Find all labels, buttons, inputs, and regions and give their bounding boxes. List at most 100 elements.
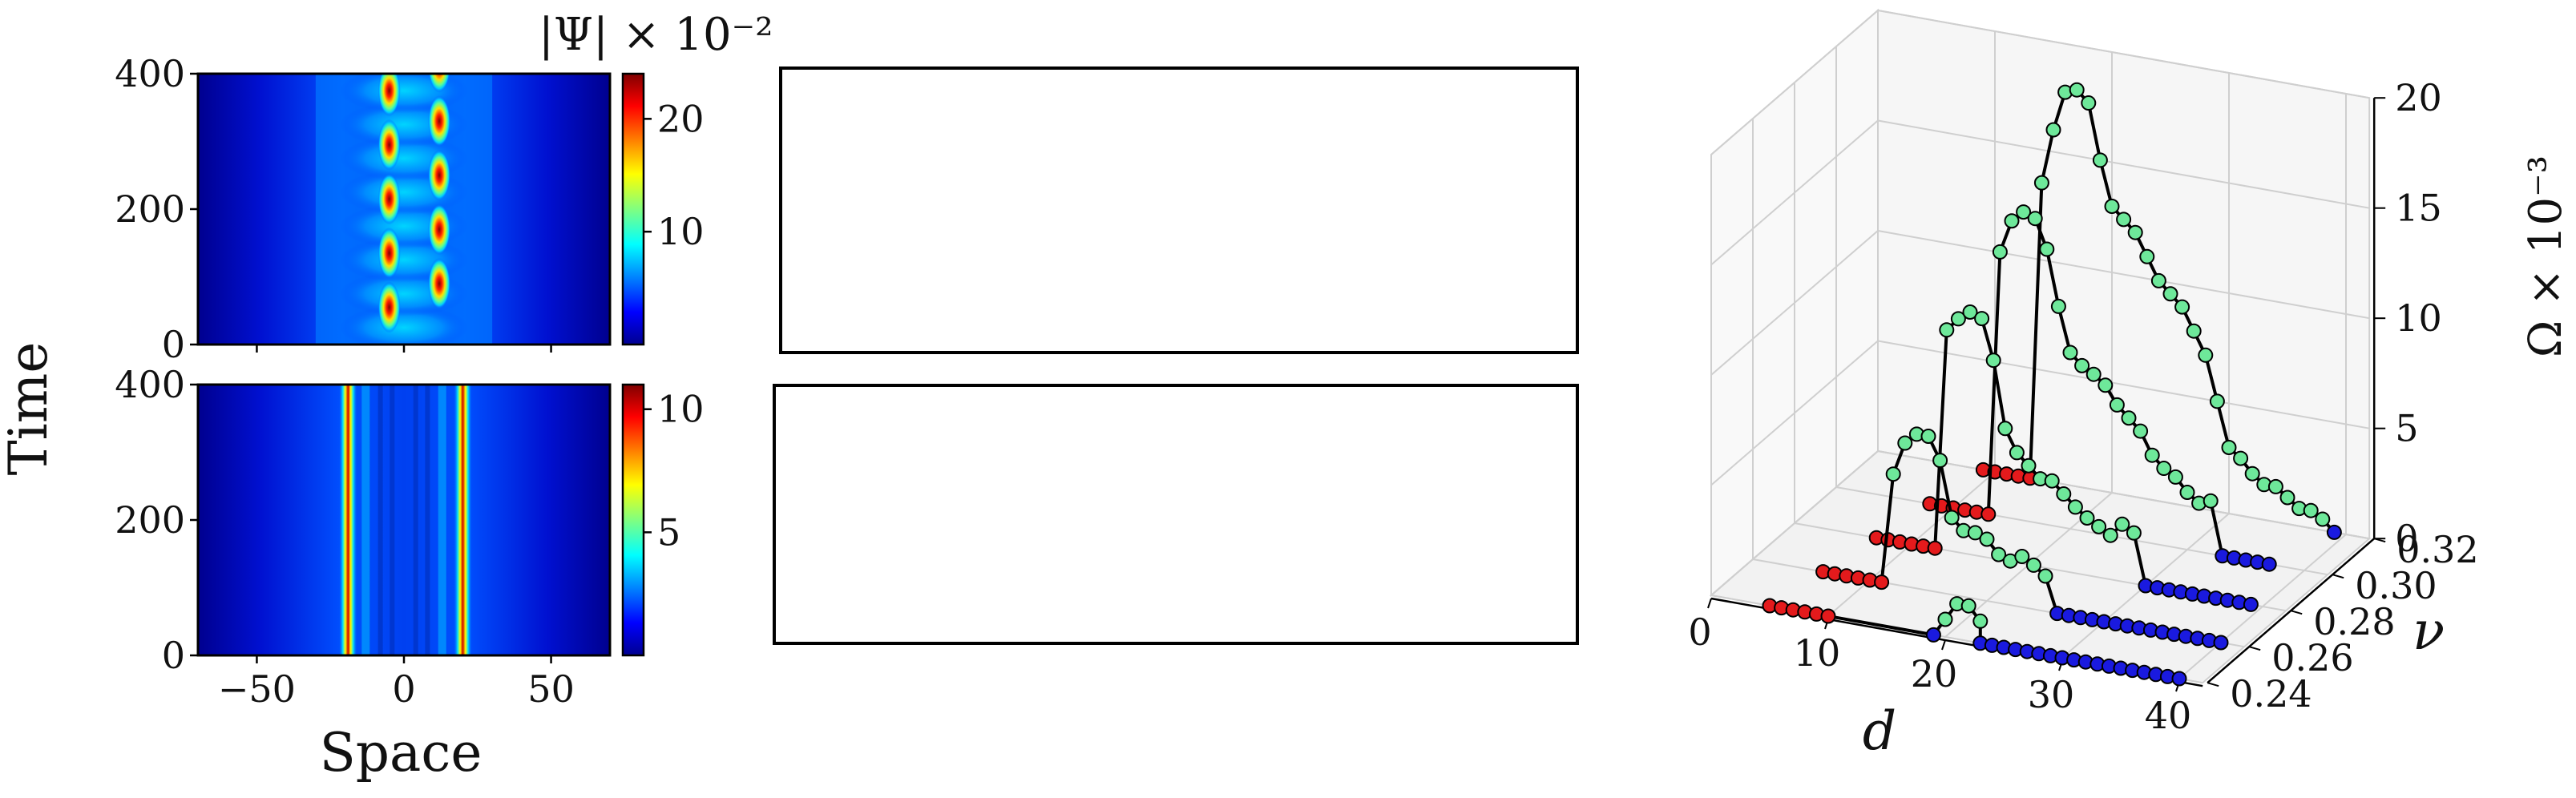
data-point — [2267, 478, 2283, 494]
grid-line-z — [1710, 9, 2370, 155]
data-point — [1927, 540, 1943, 556]
x-tick-label: 50 — [527, 667, 575, 711]
core-line — [425, 385, 430, 655]
z-axis-title: Ω × 10⁻³ — [2520, 155, 2572, 357]
grid-line-z — [1710, 119, 2370, 266]
data-point — [1997, 421, 2013, 437]
data-point — [2050, 298, 2066, 314]
y-axis-label: Time — [0, 342, 59, 476]
y-axis-title: ν — [2412, 600, 2445, 662]
data-point — [2156, 461, 2172, 477]
data-point — [2092, 152, 2108, 168]
x-tick — [1707, 598, 1712, 609]
z-tick-label: 0 — [2395, 517, 2418, 560]
data-point — [2114, 516, 2130, 532]
data-point — [2233, 450, 2249, 466]
data-point — [2209, 393, 2225, 409]
hot-spot-right — [428, 149, 451, 201]
data-point — [1974, 311, 1990, 327]
data-point — [2091, 518, 2107, 534]
core-line — [413, 385, 418, 655]
z-tick-label: 5 — [2395, 407, 2418, 450]
data-point — [1950, 311, 1966, 327]
data-point — [1960, 598, 1976, 614]
grid-line-z — [1710, 340, 2370, 486]
data-point — [2044, 473, 2060, 489]
data-point — [1944, 510, 1960, 526]
data-point — [2014, 549, 2030, 565]
data-point — [1939, 322, 1955, 338]
wave-glow — [340, 304, 468, 345]
data-point — [2025, 557, 2041, 573]
x-tick-label: 20 — [1911, 652, 1958, 695]
data-point — [2315, 511, 2331, 527]
data-point — [2179, 485, 2195, 500]
data-point — [2261, 556, 2277, 572]
data-point — [2243, 596, 2259, 612]
y-tick-label: 200 — [115, 187, 185, 231]
data-point — [2009, 445, 2025, 461]
data-point — [1897, 435, 1913, 451]
data-point — [1991, 546, 2007, 562]
data-point — [1937, 611, 1953, 627]
hot-spot-right — [428, 257, 451, 309]
data-point — [2167, 469, 2183, 485]
y-tick-label: 0.28 — [2313, 600, 2395, 643]
x-tick-label: 10 — [1794, 631, 1841, 675]
heatmap-background — [198, 385, 610, 655]
hot-spot-left — [378, 281, 401, 333]
y-tick — [2207, 682, 2219, 687]
z-tick-label: 15 — [2395, 187, 2442, 230]
x-axis-title: d — [1863, 700, 1896, 762]
hot-spot-right — [428, 74, 450, 93]
hot-spot-left — [378, 173, 401, 225]
x-tick-label: −50 — [218, 667, 296, 711]
data-point — [2033, 175, 2049, 191]
data-point — [2056, 486, 2072, 502]
y-tick-label: 0.30 — [2355, 564, 2437, 607]
data-point — [2186, 323, 2202, 339]
data-point — [2045, 122, 2061, 138]
data-point — [2116, 212, 2132, 228]
data-point — [2081, 95, 2097, 111]
data-point — [2133, 423, 2149, 439]
data-point — [2203, 493, 2219, 509]
data-point — [1972, 613, 1989, 629]
hot-spot-right — [428, 204, 451, 256]
data-point — [2139, 248, 2155, 264]
data-point — [2174, 299, 2190, 315]
x-tick-label: 30 — [2028, 673, 2075, 716]
data-point — [2079, 510, 2095, 526]
data-point — [2221, 440, 2237, 455]
colorbar-tick-label: 5 — [657, 510, 680, 554]
data-point — [1980, 506, 1997, 522]
data-point — [1885, 466, 1901, 482]
grid-line-z — [1710, 449, 2370, 596]
empty-panel-bottom — [773, 384, 1579, 645]
data-point — [1920, 429, 1936, 444]
y-tick — [2248, 646, 2261, 651]
grid-line-z — [1710, 229, 2370, 376]
data-point — [1962, 304, 1978, 320]
x-tick-label: 40 — [2145, 694, 2192, 737]
data-point — [1820, 608, 1836, 624]
data-point — [1992, 244, 2008, 260]
y-tick-label: 0.26 — [2271, 636, 2353, 679]
y-tick — [2332, 574, 2344, 579]
data-point — [2004, 213, 2020, 229]
data-point — [2098, 377, 2114, 393]
colorbar-tick-label: 20 — [657, 97, 705, 140]
data-point — [2016, 204, 2032, 220]
glow-line — [361, 385, 370, 655]
hot-spot-left — [378, 119, 401, 171]
x-tick-label: 0 — [1688, 611, 1711, 654]
data-point — [1967, 525, 1983, 541]
data-point — [2213, 635, 2229, 651]
y-tick-label: 0 — [162, 634, 185, 677]
data-point — [2039, 241, 2055, 257]
z-tick-label: 10 — [2395, 296, 2442, 340]
data-point — [2109, 397, 2125, 413]
stripe-left — [339, 385, 357, 655]
